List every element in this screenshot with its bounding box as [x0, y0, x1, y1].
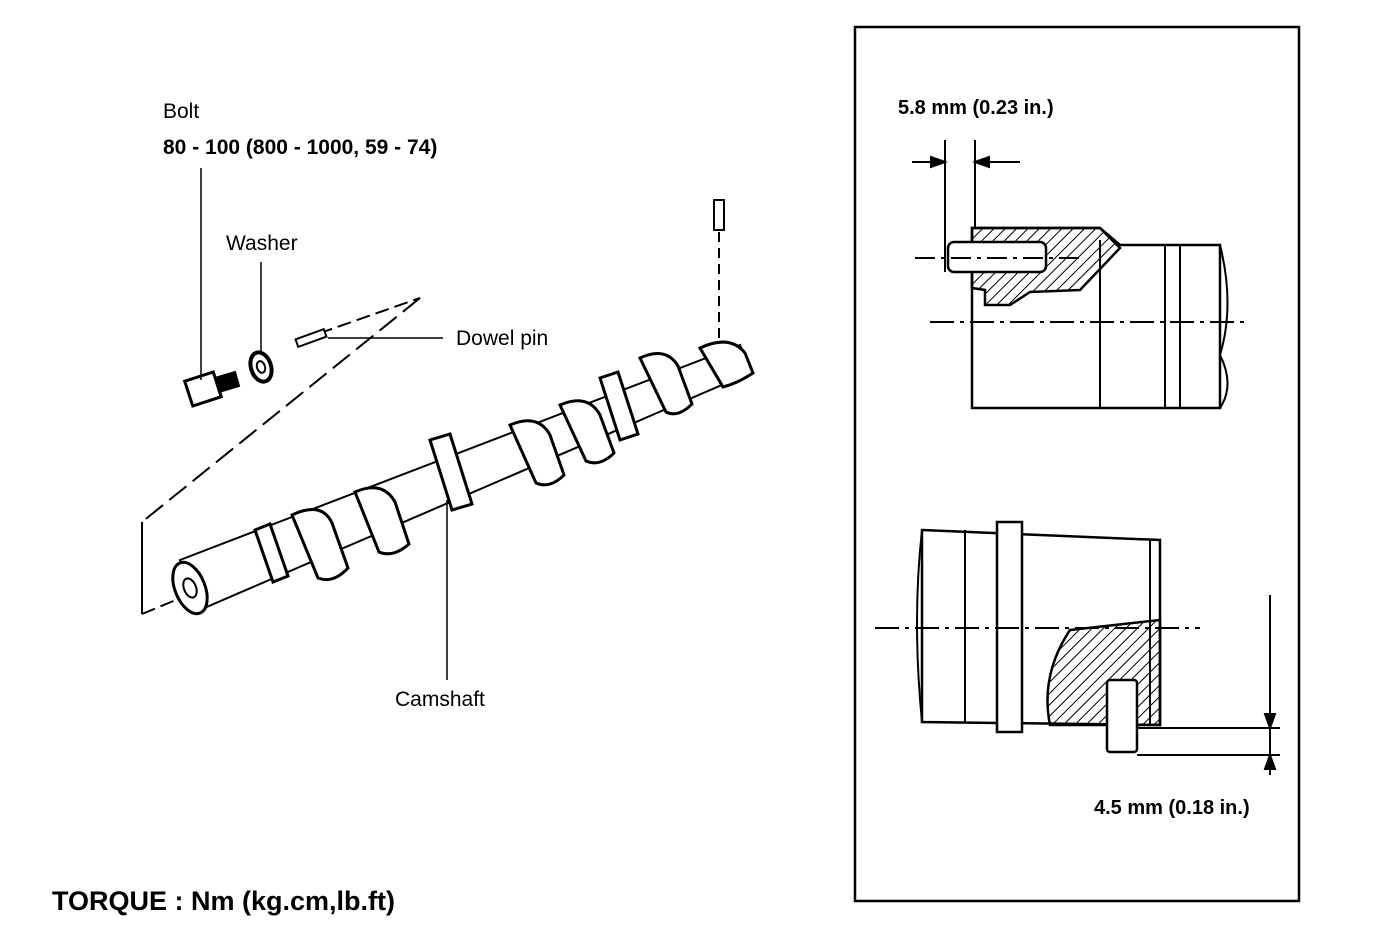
- camshaft-rear-end: [697, 340, 755, 389]
- lobe-4: [557, 399, 616, 465]
- bolt-torque-spec: 80 - 100 (800 - 1000, 59 - 74): [163, 136, 438, 159]
- washer-part: [248, 350, 274, 384]
- dowel-pin-part: [294, 327, 328, 349]
- top-dowel-pin: [713, 199, 725, 231]
- lobe-5: [637, 352, 694, 416]
- lobe-2: [353, 486, 411, 556]
- top-dimension-label: 5.8 mm (0.23 in.): [898, 97, 1054, 119]
- dowel-pin-label: Dowel pin: [456, 327, 549, 350]
- bottom-pin: [1105, 678, 1139, 754]
- camshaft-front-end: [171, 560, 209, 616]
- torque-units-caption: TORQUE : Nm (kg.cm,lb.ft): [52, 886, 396, 916]
- lobe-3: [508, 419, 566, 487]
- top-detail-drawing: [912, 140, 1250, 410]
- camshaft-exploded-view: [141, 168, 755, 680]
- journal-3: [598, 370, 640, 442]
- lobe-1: [290, 508, 350, 582]
- bottom-dimension-label: 4.5 mm (0.18 in.): [1094, 797, 1250, 819]
- detail-panel-frame: [853, 25, 1301, 903]
- bolt-label: Bolt: [163, 100, 200, 123]
- washer-label: Washer: [226, 232, 298, 255]
- journal-2: [428, 432, 474, 512]
- bolt-part: [182, 370, 241, 408]
- journal-1: [253, 522, 290, 584]
- camshaft-body: [171, 340, 755, 616]
- bottom-detail-drawing: [875, 520, 1280, 775]
- camshaft-label: Camshaft: [395, 688, 485, 711]
